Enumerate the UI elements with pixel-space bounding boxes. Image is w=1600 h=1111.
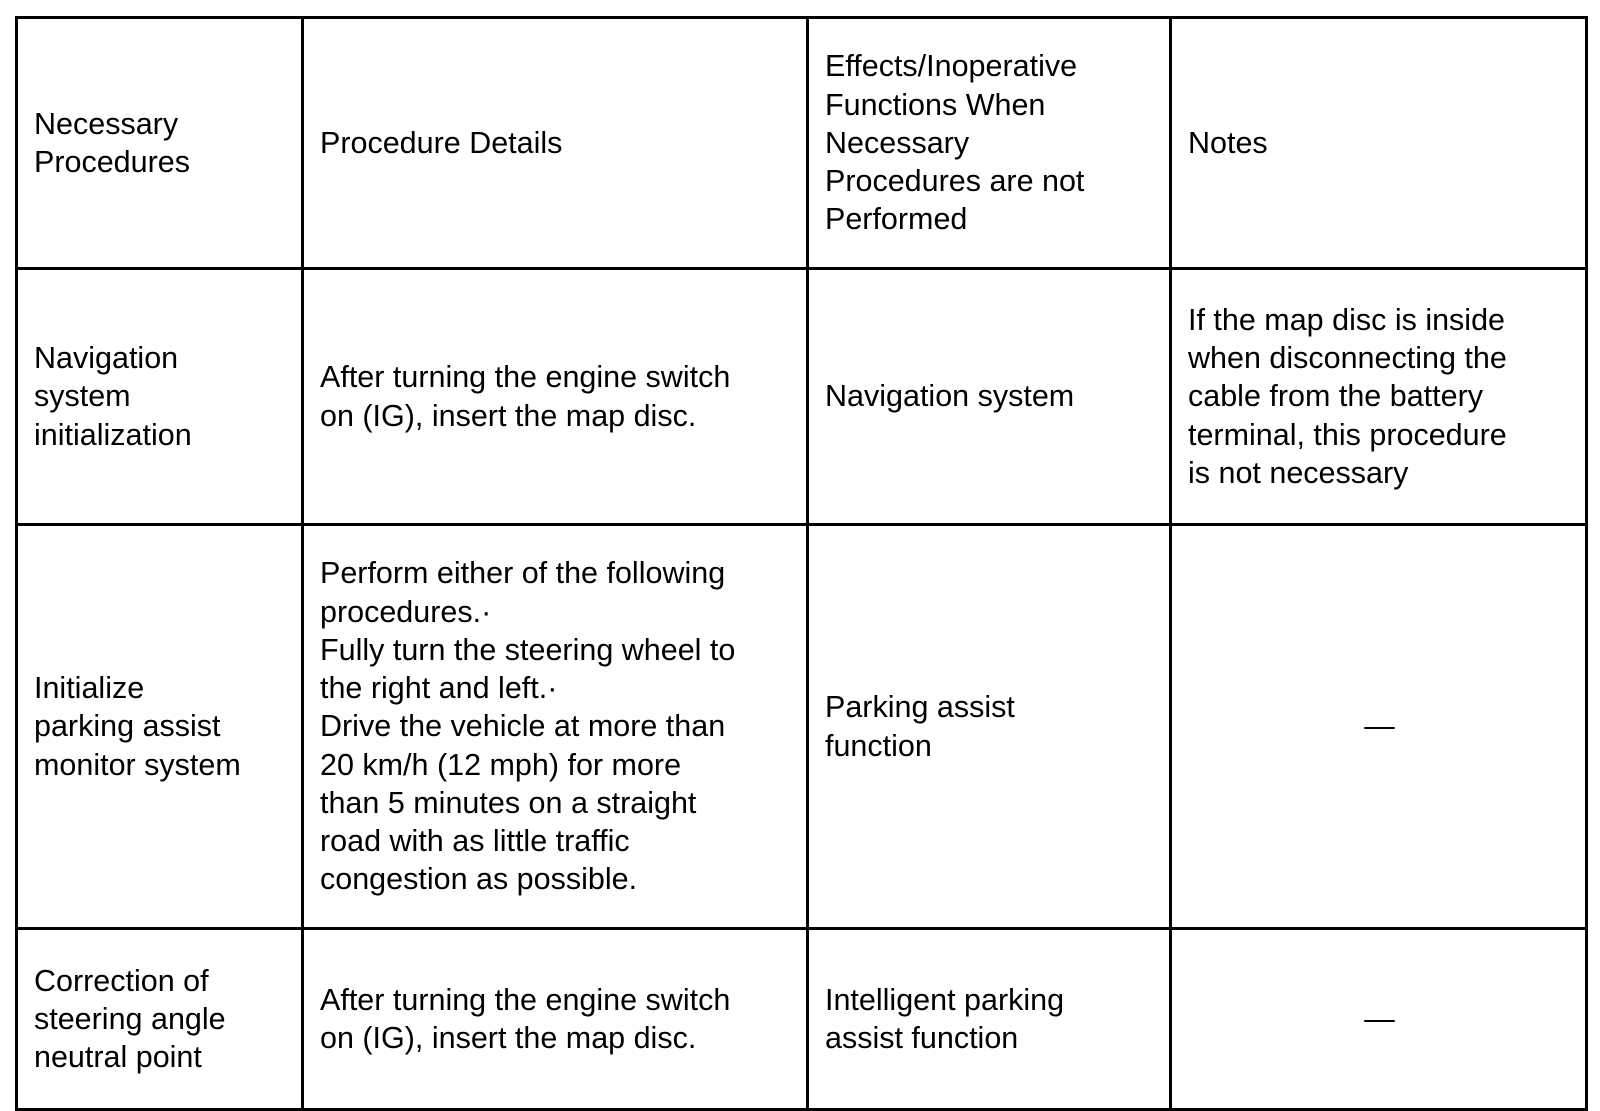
column-header-label: Effects/Inoperative Functions When Neces… bbox=[825, 49, 1085, 237]
cell-procedure-details: After turning the engine switch on (IG),… bbox=[301, 927, 809, 1111]
column-header-notes: Notes bbox=[1169, 16, 1588, 270]
column-header-necessary-procedures: Necessary Procedures bbox=[15, 16, 304, 270]
cell-text: Parking assist function bbox=[825, 690, 1015, 763]
column-header-label: Notes bbox=[1188, 125, 1268, 160]
cell-text: After turning the engine switch on (IG),… bbox=[320, 360, 731, 433]
procedures-table-container: Necessary Procedures Procedure Details E… bbox=[15, 16, 1588, 1111]
cell-text: Correction of steering angle neutral poi… bbox=[34, 963, 226, 1075]
cell-notes: — bbox=[1169, 523, 1588, 930]
table-header-row: Necessary Procedures Procedure Details E… bbox=[15, 16, 1588, 270]
table-row: Correction of steering angle neutral poi… bbox=[15, 927, 1588, 1111]
cell-notes: If the map disc is inside when disconnec… bbox=[1169, 267, 1588, 526]
cell-effects: Navigation system bbox=[806, 267, 1172, 526]
document-page: Necessary Procedures Procedure Details E… bbox=[15, 16, 1588, 1111]
em-dash-placeholder: — bbox=[1364, 709, 1395, 744]
cell-necessary-procedures: Navigation system initialization bbox=[15, 267, 304, 526]
column-header-effects-inoperative-functions: Effects/Inoperative Functions When Neces… bbox=[806, 16, 1172, 270]
cell-procedure-details: After turning the engine switch on (IG),… bbox=[301, 267, 809, 526]
cell-text: Perform either of the following procedur… bbox=[320, 556, 736, 897]
cell-necessary-procedures: Initialize parking assist monitor system bbox=[15, 523, 304, 930]
column-header-procedure-details: Procedure Details bbox=[301, 16, 809, 270]
table-row: Navigation system initialization After t… bbox=[15, 267, 1588, 526]
column-header-label: Procedure Details bbox=[320, 125, 563, 160]
cell-text: Initialize parking assist monitor system bbox=[34, 671, 241, 782]
em-dash-placeholder: — bbox=[1364, 1001, 1395, 1036]
cell-notes: — bbox=[1169, 927, 1588, 1111]
cell-procedure-details: Perform either of the following procedur… bbox=[301, 523, 809, 930]
cell-effects: Intelligent parking assist function bbox=[806, 927, 1172, 1111]
cell-text: Navigation system bbox=[825, 379, 1075, 414]
cell-text: If the map disc is inside when disconnec… bbox=[1188, 302, 1507, 490]
column-header-label: Necessary Procedures bbox=[34, 106, 190, 179]
cell-effects: Parking assist function bbox=[806, 523, 1172, 930]
cell-text: Intelligent parking assist function bbox=[825, 982, 1065, 1055]
cell-text: After turning the engine switch on (IG),… bbox=[320, 982, 731, 1055]
necessary-procedures-table: Necessary Procedures Procedure Details E… bbox=[15, 16, 1588, 1111]
table-row: Initialize parking assist monitor system… bbox=[15, 523, 1588, 930]
cell-necessary-procedures: Correction of steering angle neutral poi… bbox=[15, 927, 304, 1111]
cell-text: Navigation system initialization bbox=[34, 341, 192, 452]
